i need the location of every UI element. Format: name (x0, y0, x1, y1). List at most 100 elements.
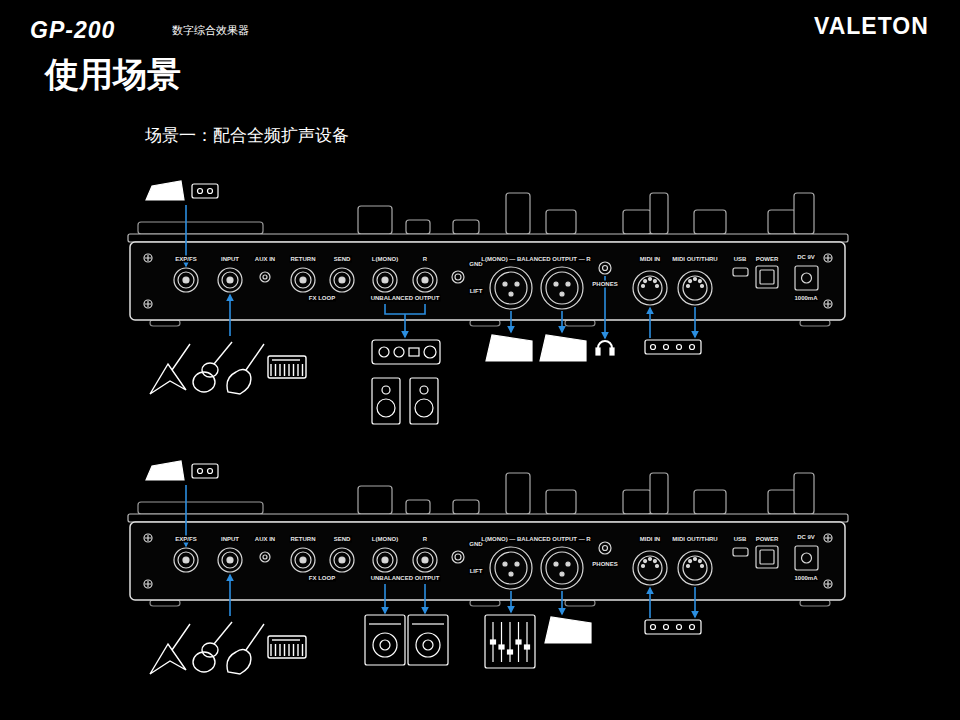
panel-label: SEND (333, 256, 352, 263)
screw (144, 254, 152, 262)
xlr-pin (566, 562, 570, 566)
studio-monitor (410, 378, 438, 424)
screw (824, 300, 832, 308)
jack-hole (183, 277, 189, 283)
screw-slot (825, 535, 831, 541)
midi-inner (683, 276, 707, 300)
top-plate (128, 234, 848, 242)
jack-hole (339, 277, 345, 283)
panel-label: R (422, 536, 428, 543)
panel-label: POWER (755, 536, 780, 543)
knob (694, 490, 726, 514)
foot (565, 600, 595, 606)
screw-slot (825, 581, 831, 587)
rear-panel (130, 522, 845, 600)
footswitch (208, 189, 213, 194)
panel-label: USB (733, 256, 748, 263)
power-switch (756, 546, 778, 568)
mixer (485, 615, 535, 668)
knob (406, 220, 430, 234)
screw (144, 300, 152, 308)
panel-label: MIDI OUT/THRU (671, 536, 718, 543)
jack-hole (183, 557, 189, 563)
interface-knob (424, 346, 436, 358)
xlr-jack (541, 267, 583, 309)
jack (330, 268, 354, 292)
xlr-inner (495, 272, 527, 304)
mixer-fader (499, 645, 504, 649)
signal-arrow (694, 587, 696, 617)
phones-hole (603, 546, 608, 551)
panel-label: MIDI IN (639, 536, 661, 543)
jack-hole (339, 557, 345, 563)
aux-jack (260, 272, 270, 282)
midi-controller-button (664, 345, 669, 350)
midi-pin (694, 278, 697, 281)
gnd-lift-knob (455, 554, 461, 560)
panel-label: POWER (755, 256, 780, 263)
knob (453, 220, 479, 234)
studio-monitor (372, 378, 400, 424)
midi-controller-button (690, 625, 695, 630)
knob (623, 490, 651, 514)
xlr-pin (515, 562, 519, 566)
xlr-jack (541, 547, 583, 589)
midi-controller-button (677, 345, 682, 350)
power-switch-inner (760, 270, 774, 284)
aux-hole (263, 275, 267, 279)
jack (413, 548, 437, 572)
amp-panel (412, 623, 444, 624)
amp-speaker (373, 633, 397, 657)
mixer-channel (509, 622, 510, 662)
dc-jack (795, 546, 818, 570)
panel-label: UNBALANCED OUTPUT (370, 575, 441, 582)
midi-jack (678, 551, 712, 585)
xlr-jack (490, 267, 532, 309)
panel-label: L(MONO) (371, 536, 399, 543)
monitor-tweeter (382, 386, 390, 394)
panel-label: L(MONO) — BALANCED OUTPUT — R (480, 536, 591, 543)
power-switch (756, 266, 778, 288)
panel-label: USB (733, 536, 748, 543)
xlr-pin (560, 572, 564, 576)
jack (373, 548, 397, 572)
midi-pin (656, 285, 659, 288)
screw (824, 254, 832, 262)
midi-pin (649, 278, 652, 281)
foot (150, 600, 180, 606)
panel-label: MIDI OUT/THRU (671, 256, 718, 263)
xlr-inner (546, 272, 578, 304)
footswitch (198, 189, 203, 194)
guitar-amp (365, 615, 405, 665)
screw-slot (825, 301, 831, 307)
panel-label: L(MONO) (371, 256, 399, 263)
usb-port (733, 548, 748, 556)
expression-pedal (146, 181, 184, 200)
knob (623, 210, 651, 234)
panel-label: INPUT (220, 256, 240, 263)
panel-label: DC 9V (796, 534, 816, 541)
midi-pin (689, 280, 692, 283)
jack-ring (295, 552, 311, 568)
electric-guitar (227, 344, 264, 394)
panel-label: RETURN (290, 256, 317, 263)
midi-pin (687, 285, 690, 288)
phones-jack (599, 542, 611, 554)
screw-slot (145, 255, 151, 261)
midi-pin (653, 280, 656, 283)
monitor-wedge (486, 335, 532, 361)
knob (794, 193, 814, 234)
headphone-cup (610, 348, 614, 355)
panel-label: EXP/FS (174, 536, 197, 543)
knob (546, 210, 576, 234)
panel-label: INPUT (220, 536, 240, 543)
panel-label: FX LOOP (308, 575, 336, 582)
midi-pin (644, 280, 647, 283)
gnd-lift-switch (452, 551, 464, 563)
midi-controller-button (664, 625, 669, 630)
screw (144, 534, 152, 542)
keyboard (268, 356, 306, 378)
midi-jack (633, 271, 667, 305)
panel-label: PHONES (591, 561, 618, 568)
xlr-pin (509, 572, 513, 576)
